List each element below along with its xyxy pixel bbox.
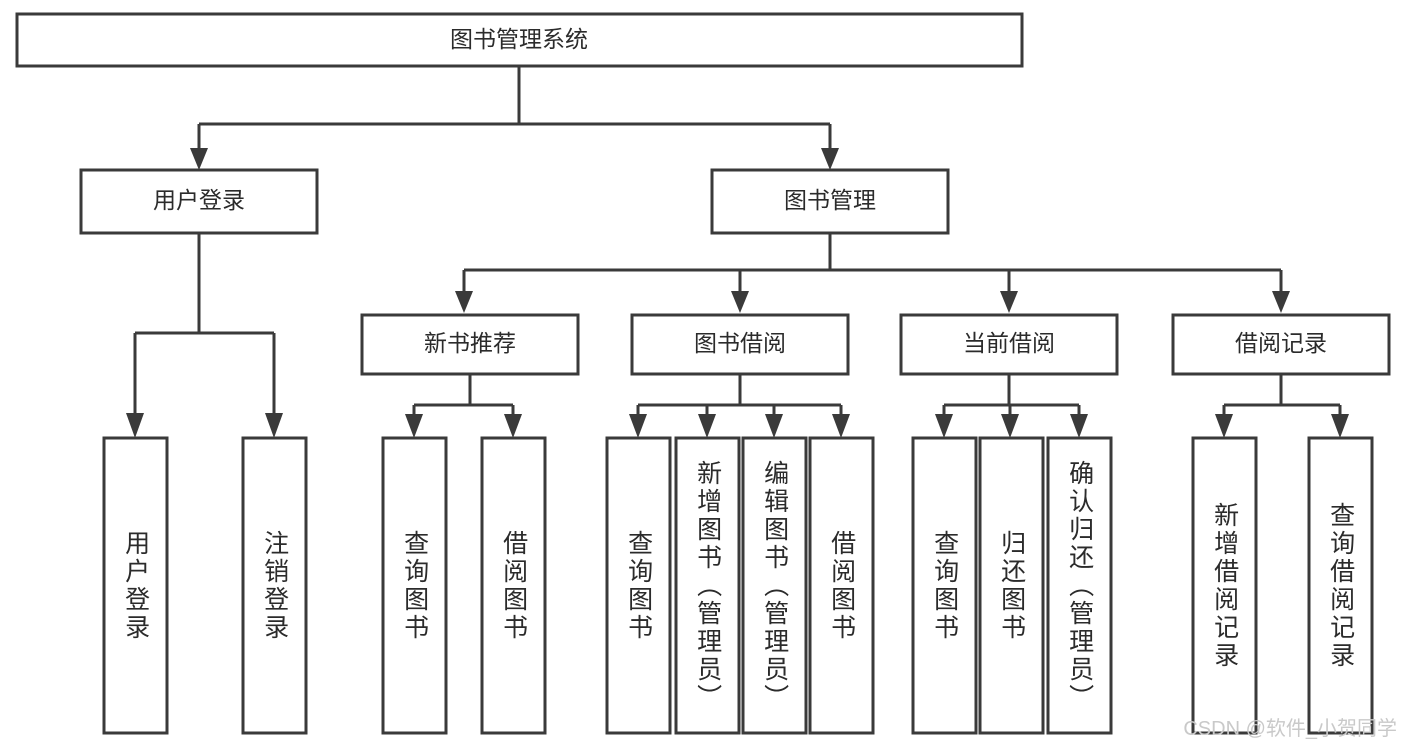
leaf-query-record-box[interactable]	[1307, 436, 1374, 735]
leaf-borrow-book-1-box[interactable]	[480, 436, 547, 735]
node-book-borrow-label: 图书借阅	[694, 330, 786, 356]
node-user-login-box[interactable]	[79, 168, 319, 235]
node-root-label: 图书管理系统	[450, 26, 588, 52]
node-borrow-record[interactable]: 借阅记录	[1171, 313, 1391, 376]
leaf-query-book-1-box[interactable]	[381, 436, 448, 735]
leaf-user-login-box[interactable]	[102, 436, 169, 735]
node-borrow-record-box[interactable]	[1171, 313, 1391, 376]
node-new-book-recommend[interactable]: 新书推荐	[360, 313, 580, 376]
leaf-query-book-3-box[interactable]	[911, 436, 978, 735]
node-new-book-recommend-box[interactable]	[360, 313, 580, 376]
node-user-login-label: 用户登录	[153, 187, 245, 213]
arrowhead-leaf-edit-book	[765, 414, 783, 438]
arrowhead-leaf-add-record	[1215, 414, 1233, 438]
arrowhead-leaf-return	[1001, 414, 1019, 438]
node-book-borrow[interactable]: 图书借阅	[630, 313, 850, 376]
leaf-borrow-book-2-box[interactable]	[808, 436, 875, 735]
arrowhead-leaf-add-book	[698, 414, 716, 438]
node-user-login[interactable]: 用户登录	[79, 168, 319, 235]
node-current-borrow-box[interactable]	[899, 313, 1119, 376]
node-current-borrow-label: 当前借阅	[963, 330, 1055, 356]
arrowhead-leaf-query-1	[405, 414, 423, 438]
arrowhead-leaf-borrow-2	[832, 414, 850, 438]
node-borrow-record-label: 借阅记录	[1235, 330, 1327, 356]
arrowhead-new-book	[455, 291, 473, 313]
node-book-manage-box[interactable]	[710, 168, 950, 235]
arrowhead-leaf-confirm-return	[1070, 414, 1088, 438]
leaf-add-book-box[interactable]	[674, 436, 741, 735]
connectors-group	[126, 66, 1349, 438]
arrowhead-borrow-record	[1272, 291, 1290, 313]
arrowhead-book-manage	[821, 148, 839, 170]
node-root-box[interactable]	[15, 12, 1024, 68]
leaf-add-record-box[interactable]	[1191, 436, 1258, 735]
arrowhead-leaf-query-3	[935, 414, 953, 438]
leaf-return-book-box[interactable]	[978, 436, 1045, 735]
arrowhead-current-borrow	[1000, 291, 1018, 313]
node-new-book-recommend-label: 新书推荐	[424, 330, 516, 356]
leaf-confirm-return-box[interactable]	[1046, 436, 1113, 735]
leaf-query-book-2-box[interactable]	[605, 436, 672, 735]
watermark: CSDN @软件_小贺同学	[1183, 718, 1397, 740]
leaf-boxes-group	[102, 436, 1374, 735]
node-book-manage-label: 图书管理	[784, 187, 876, 213]
arrowhead-leaf-borrow-1	[504, 414, 522, 438]
arrowhead-leaf-logout	[265, 413, 283, 438]
arrowhead-leaf-query-2	[629, 414, 647, 438]
arrowhead-leaf-query-record	[1331, 414, 1349, 438]
arrowhead-book-borrow	[731, 291, 749, 313]
node-current-borrow[interactable]: 当前借阅	[899, 313, 1119, 376]
arrowhead-user-login	[190, 148, 208, 170]
leaf-edit-book-box[interactable]	[741, 436, 808, 735]
arrowhead-leaf-user-login	[126, 413, 144, 438]
leaf-logout-login-box[interactable]	[241, 436, 308, 735]
node-root[interactable]: 图书管理系统	[15, 12, 1024, 68]
node-book-manage[interactable]: 图书管理	[710, 168, 950, 235]
node-book-borrow-box[interactable]	[630, 313, 850, 376]
